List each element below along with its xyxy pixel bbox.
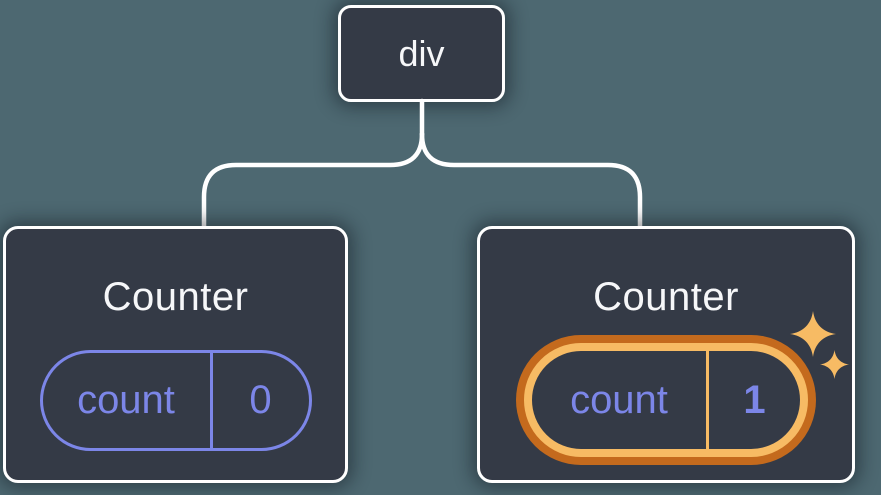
state-key-label: count (77, 378, 175, 422)
state-pill: count 0 (39, 350, 312, 451)
state-value-cell: 0 (209, 353, 309, 448)
component-title: Counter (593, 275, 739, 319)
state-value: 1 (743, 377, 766, 422)
connector-branch-right (419, 131, 643, 229)
counter-node-1: Counter count 0 (3, 226, 348, 483)
root-node-label: div (398, 32, 445, 74)
counter-node-2: Counter count 1 (477, 226, 855, 483)
component-title: Counter (102, 275, 249, 319)
root-element-node: div (338, 5, 505, 102)
state-pill-highlighted: count 1 (524, 343, 808, 457)
connector-branch-left (201, 131, 425, 229)
state-value-cell: 1 (706, 351, 800, 449)
state-key-label: count (570, 377, 668, 422)
state-value: 0 (249, 378, 272, 422)
